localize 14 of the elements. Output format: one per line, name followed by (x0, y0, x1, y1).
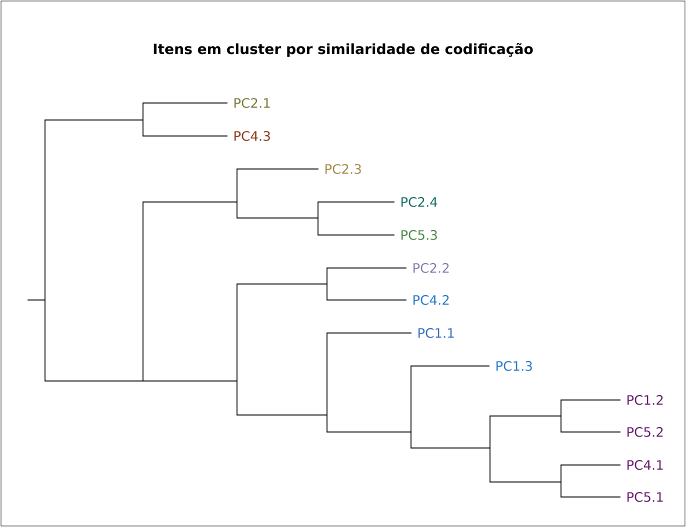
leaf-label: PC1.2 (627, 395, 663, 405)
leaf-label: PC4.1 (627, 460, 663, 470)
leaf-label: PC1.3 (496, 361, 532, 371)
leaf-label: PC1.1 (418, 328, 454, 338)
leaf-label: PC2.3 (325, 164, 361, 174)
leaf-label: PC5.2 (627, 427, 663, 437)
leaf-label: PC5.1 (627, 492, 663, 502)
leaf-label: PC5.3 (401, 230, 437, 240)
leaf-label: PC2.1 (234, 98, 270, 108)
leaf-label: PC4.3 (234, 131, 270, 141)
leaf-label: PC2.4 (401, 197, 438, 207)
leaf-label: PC2.2 (413, 263, 449, 273)
chart-title: Itens em cluster por similaridade de codificação (154, 43, 533, 57)
leaf-label: PC4.2 (413, 295, 449, 305)
